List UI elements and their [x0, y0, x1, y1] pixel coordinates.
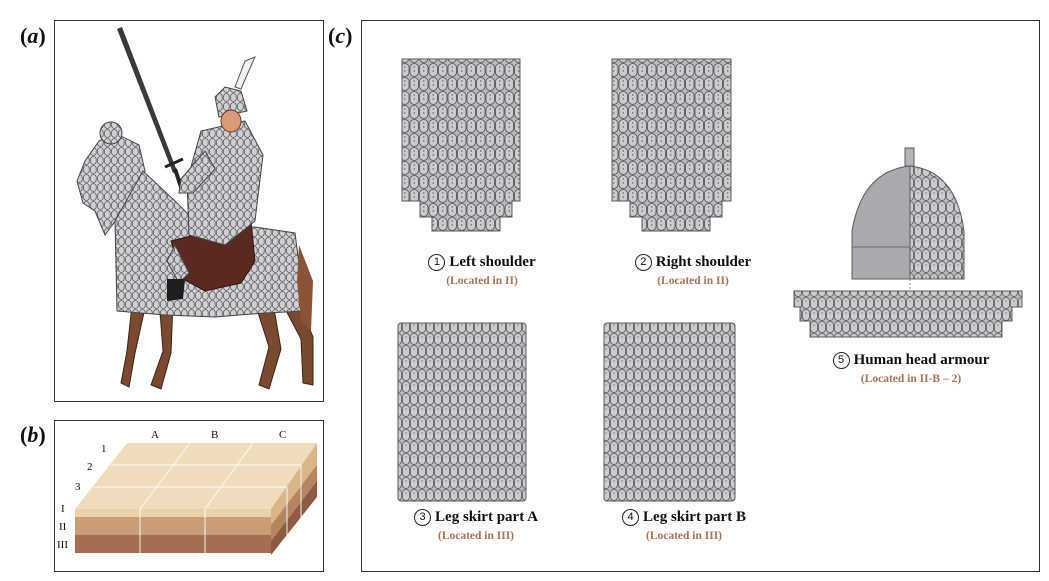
panel-a-frame — [54, 20, 324, 402]
caption-location-2: (Located in II) — [657, 275, 729, 287]
sword-guard — [164, 157, 184, 169]
leg-skirt-a-armour — [397, 322, 527, 502]
human-head-armour-helmet — [793, 147, 1023, 338]
rider-boot — [167, 279, 185, 301]
helmet-plume — [234, 56, 256, 90]
grid-row-3: 3 — [75, 481, 81, 493]
grid-top-face — [75, 443, 317, 509]
rider-arm — [178, 150, 216, 194]
grid-layer-II: II — [59, 521, 67, 533]
caption-number-1: 1 — [428, 254, 446, 271]
panel-b-letter: b — [27, 422, 39, 447]
caption-number-2: 2 — [634, 254, 652, 271]
armour-pieces-diagram — [397, 58, 1023, 502]
panel-b-frame: A B C 1 2 3 I II III — [54, 420, 324, 572]
horse-tail — [297, 245, 313, 331]
caption-title-5: Human head armour — [853, 352, 990, 368]
caption-title-4: Leg skirt part B — [643, 509, 746, 525]
layer-I-side — [271, 443, 317, 525]
panel-b-label: (b) — [20, 422, 46, 447]
leg-skirt-b-armour — [603, 322, 736, 502]
layer-III-side — [271, 481, 317, 555]
caption-number-3: 3 — [414, 509, 432, 526]
grid-layer-III: III — [57, 539, 68, 551]
grid-row-1: 1 — [101, 443, 107, 455]
layer-III-front — [75, 535, 271, 553]
caption-location-3: (Located in III) — [437, 530, 515, 542]
grid-row-2: 2 — [87, 461, 93, 473]
right-shoulder-armour — [611, 58, 732, 232]
caption-title-1: Left shoulder — [449, 254, 536, 270]
caption-title-3: Leg skirt part A — [435, 509, 538, 525]
panel-a-letter: a — [27, 23, 39, 48]
sword-blade — [117, 27, 177, 173]
horse-head-crest — [99, 121, 123, 145]
horse-head-armour — [76, 132, 146, 237]
grid-layer-I: I — [61, 503, 65, 515]
grid-column-B: B — [211, 429, 219, 441]
caption-number-4: 4 — [622, 509, 640, 526]
left-shoulder-armour — [401, 58, 521, 232]
layer-II-side — [271, 465, 317, 541]
caption-number-5: 5 — [832, 352, 850, 369]
grid-column-C: C — [279, 429, 287, 441]
layer-II-front — [75, 517, 271, 537]
caption-location-4: (Located in III) — [645, 530, 723, 542]
caption-location-1: (Located in II) — [446, 275, 518, 287]
armoured-cavalry-illustration — [76, 27, 314, 390]
rider-face — [220, 109, 242, 133]
grid-column-A: A — [151, 429, 159, 441]
grid-lines — [93, 442, 302, 553]
caption-location-5: (Located in II-B – 2) — [860, 373, 962, 385]
panel-c-label: (c) — [328, 23, 353, 48]
excavation-grid-diagram — [75, 442, 317, 555]
rider-helmet — [214, 86, 248, 118]
panel-c-letter: c — [335, 23, 346, 48]
caption-title-2: Right shoulder — [655, 254, 752, 270]
panel-a-label: (a) — [20, 23, 46, 48]
